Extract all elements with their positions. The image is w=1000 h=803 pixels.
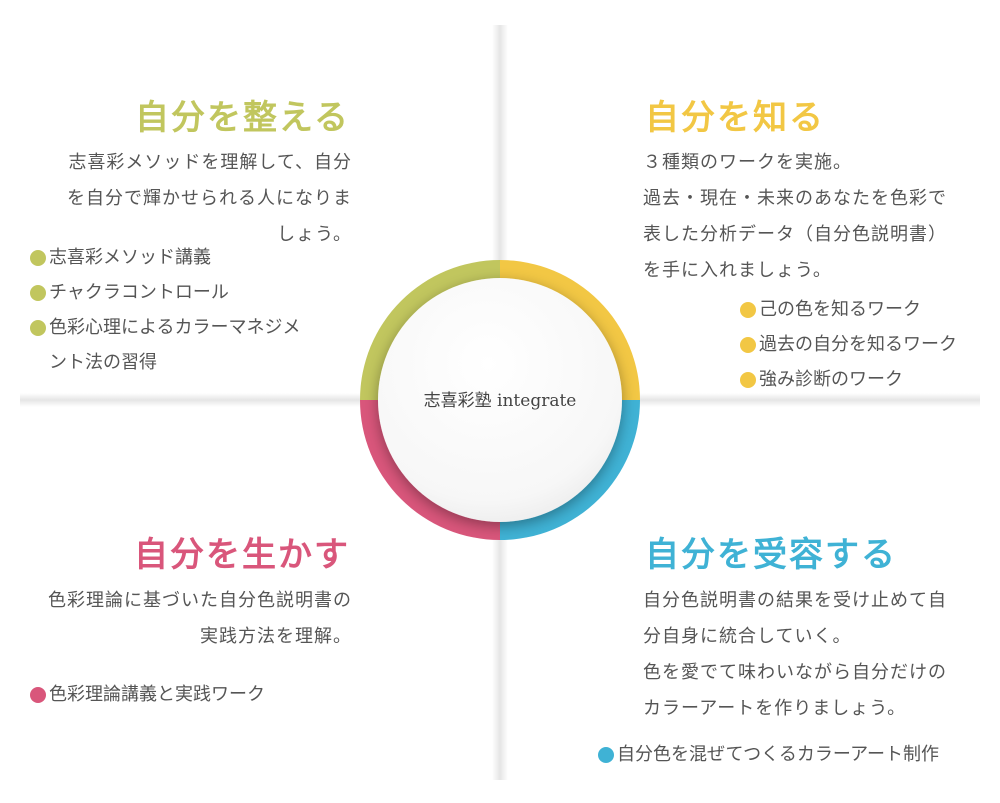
list-item: 過去の自分を知るワーク	[740, 327, 957, 362]
description-line: 志喜彩メソッドを理解して、自分	[68, 152, 352, 173]
description-line: を手に入れましょう。	[643, 260, 832, 281]
list-item-label: 過去の自分を知るワーク	[759, 334, 957, 355]
list-item-label: ント法の習得	[49, 352, 157, 373]
quadrant-03-description: 色彩理論に基づいた自分色説明書の 実践方法を理解。	[48, 583, 352, 655]
quadrant-04-description: 志喜彩メソッドを理解して、自分 を自分で輝かせられる人になりま しょう。	[67, 145, 352, 253]
list-item: 自分色を混ぜてつくるカラーアート制作	[598, 737, 939, 772]
bullet-dot-icon	[30, 686, 46, 703]
bullet-dot-icon	[30, 319, 46, 336]
segment-number-01: 01	[647, 366, 678, 391]
description-line: 実践方法を理解。	[200, 626, 352, 647]
list-item-label: 自分色を混ぜてつくるカラーアート制作	[617, 744, 940, 765]
list-item-label: 志喜彩メソッド講義	[49, 247, 211, 268]
segment-number-03: 03	[317, 417, 348, 442]
bullet-dot-icon	[740, 371, 756, 388]
list-item: 志喜彩メソッド講義	[30, 240, 300, 275]
center-circle	[378, 278, 622, 522]
segment-number-04: 04	[453, 225, 484, 250]
description-line: 表した分析データ（自分色説明書）	[643, 224, 947, 245]
list-item-label: 己の色を知るワーク	[759, 299, 921, 320]
list-item: 己の色を知るワーク	[740, 292, 957, 327]
bullet-dot-icon	[30, 284, 46, 301]
description-line: 分自身に統合していく。	[643, 626, 852, 647]
segment-number-02: 02	[509, 556, 540, 581]
divider-right	[620, 393, 980, 407]
bullet-dot-icon	[30, 249, 46, 266]
bullet-dot-icon	[740, 301, 756, 318]
description-line: 過去・現在・未来のあなたを色彩で	[643, 188, 947, 209]
bullet-dot-icon	[740, 336, 756, 353]
description-line: 色彩理論に基づいた自分色説明書の	[48, 590, 352, 611]
description-line: しょう。	[277, 224, 352, 245]
description-line: ３種類のワークを実施。	[643, 152, 852, 173]
quadrant-04-title: 自分を整える	[135, 98, 350, 138]
quadrant-04-items: 志喜彩メソッド講義 チャクラコントロール 色彩心理によるカラーマネジメ ント法の…	[30, 240, 300, 380]
quadrant-01-items: 己の色を知るワーク 過去の自分を知るワーク 強み診断のワーク	[740, 292, 957, 397]
bullet-dot-icon	[598, 746, 614, 763]
description-line: を自分で輝かせられる人になりま	[67, 188, 352, 209]
center-label: 志喜彩塾 integrate	[423, 391, 577, 411]
description-line: 自分色説明書の結果を受け止めて自	[643, 590, 947, 611]
list-item-label: 色彩理論講義と実践ワーク	[49, 684, 265, 705]
divider-left	[20, 393, 380, 407]
quadrant-02-title: 自分を受容する	[645, 535, 897, 575]
description-line: カラーアートを作りましょう。	[643, 698, 907, 719]
quadrant-03-title: 自分を生かす	[134, 535, 350, 575]
list-item: チャクラコントロール	[30, 275, 300, 310]
list-item: 強み診断のワーク	[740, 362, 957, 397]
list-item-label: 色彩心理によるカラーマネジメ	[49, 317, 301, 338]
quadrant-03-items: 色彩理論講義と実践ワーク	[30, 677, 265, 712]
list-item-label: チャクラコントロール	[49, 282, 229, 303]
list-item: ント法の習得	[30, 345, 300, 380]
quadrant-01-description: ３種類のワークを実施。 過去・現在・未来のあなたを色彩で 表した分析データ（自分…	[643, 145, 947, 289]
list-item: 色彩理論講義と実践ワーク	[30, 677, 265, 712]
quadrant-02-description: 自分色説明書の結果を受け止めて自 分自身に統合していく。 色を愛でて味わいながら…	[643, 583, 947, 727]
description-line: 色を愛でて味わいながら自分だけの	[643, 662, 947, 683]
quadrant-02-items: 自分色を混ぜてつくるカラーアート制作	[598, 737, 939, 772]
list-item: 色彩心理によるカラーマネジメ	[30, 310, 300, 345]
list-item-label: 強み診断のワーク	[759, 369, 903, 390]
quadrant-01-title: 自分を知る	[645, 98, 825, 138]
